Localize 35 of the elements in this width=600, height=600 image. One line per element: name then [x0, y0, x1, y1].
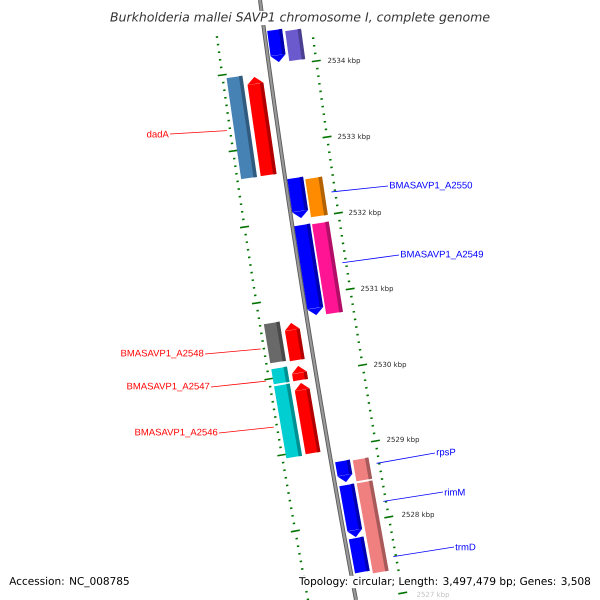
- gene-block: [264, 322, 286, 364]
- gene-block: [292, 366, 308, 382]
- gene-block: [312, 221, 343, 314]
- gene-label: trmD: [455, 544, 476, 550]
- gene-block: [305, 176, 328, 218]
- gene-label: BMASAVP1_A2550: [390, 182, 472, 190]
- gene-label: dadA: [147, 130, 169, 138]
- gene-label: rimM: [444, 488, 465, 496]
- gene-block: [287, 176, 308, 218]
- gene-block: [267, 28, 286, 62]
- gene-block: [294, 382, 320, 454]
- gene-label: rpsP: [436, 448, 456, 458]
- title: Burkholderia mallei SAVP1 chromosome I, complete genome: [108, 10, 492, 26]
- info-text: Accession: NC_008785: [8, 576, 131, 588]
- gene-label: BMASAVP1_A2547: [127, 382, 210, 392]
- leader-line: [376, 452, 436, 464]
- leader-line: [218, 426, 274, 434]
- gene-block: [247, 76, 277, 176]
- gene-label: BMASAVP1_A2546: [135, 428, 218, 438]
- leader-line: [170, 130, 228, 134]
- leader-line: [342, 254, 400, 264]
- gene-block: [335, 460, 352, 482]
- leader-line: [331, 186, 388, 192]
- gene-block: [352, 457, 372, 482]
- leader-line: [204, 348, 262, 354]
- info-text: Topology: circular; Length: 3,497,479 bp; Genes: 3,508: [298, 576, 592, 588]
- gene-label: BMASAVP1_A2549: [401, 250, 483, 260]
- gene-block: [339, 483, 362, 538]
- gene-label: BMASAVP1_A2548: [121, 350, 204, 358]
- leader-line: [210, 380, 266, 388]
- leader-line: [392, 546, 454, 558]
- gene-block: [271, 366, 290, 384]
- gene-block: [285, 28, 306, 62]
- leader-line: [382, 492, 444, 502]
- gene-block: [284, 322, 305, 362]
